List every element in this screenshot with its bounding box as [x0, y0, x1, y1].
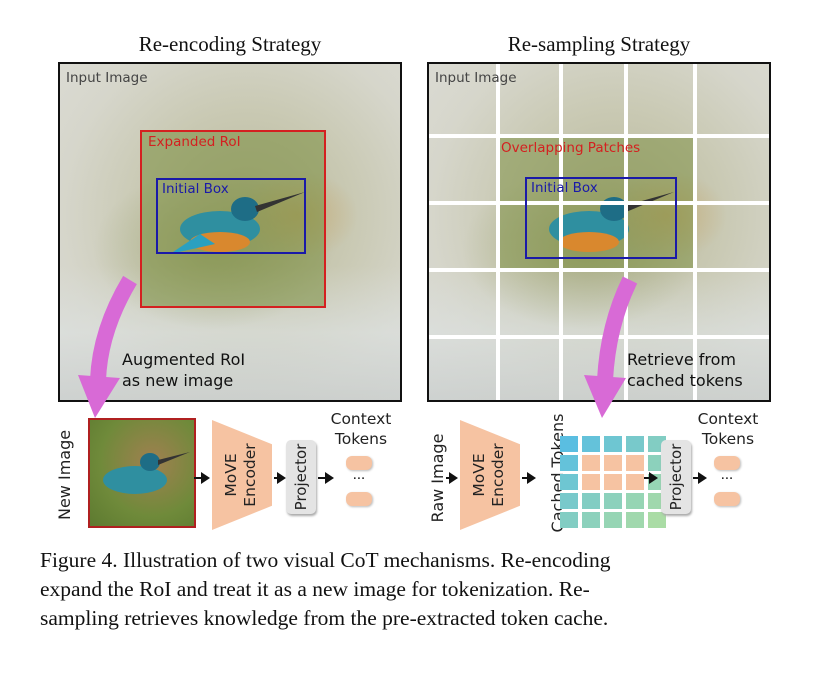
arrow-icon	[194, 472, 210, 484]
augmented-line2: as new image	[122, 371, 234, 390]
context-token	[714, 456, 740, 470]
caption-line1: Figure 4. Illustration of two visual CoT…	[40, 548, 611, 572]
magenta-arrow-icon	[78, 275, 137, 418]
initial-box	[525, 177, 677, 259]
arrow-icon	[446, 472, 458, 484]
cached-token	[560, 493, 578, 509]
context-line1: Context	[330, 410, 392, 428]
context-token	[714, 492, 740, 506]
augmented-line1: Augmented RoI	[122, 350, 246, 369]
cached-token-selected	[582, 455, 600, 471]
cached-token	[648, 512, 666, 528]
input-image-label: Input Image	[435, 70, 517, 86]
projector-block	[661, 440, 691, 514]
raw-image-label: Raw Image	[428, 433, 447, 523]
cached-token	[582, 493, 600, 509]
cached-token-selected	[604, 474, 622, 490]
encoder-line2: Encoder	[489, 443, 507, 507]
encoder-line1: MoVE	[470, 453, 488, 497]
context-line1: Context	[697, 410, 759, 428]
arrow-icon	[693, 472, 707, 484]
ellipsis: ...	[352, 468, 366, 483]
right-input-image: Input Image Overlapping Patches Initial …	[427, 62, 771, 402]
context-token	[346, 456, 372, 470]
cached-token	[582, 512, 600, 528]
initial-box-label: Initial Box	[531, 180, 598, 196]
context-line2: Tokens	[701, 430, 755, 448]
cached-token	[604, 512, 622, 528]
arrow-icon	[522, 472, 536, 484]
cached-token	[560, 474, 578, 490]
encoder-line1: MoVE	[222, 453, 240, 497]
overlapping-patches-label: Overlapping Patches	[501, 140, 641, 156]
left-input-image: Input Image Expanded RoI Initial Box Aug…	[58, 62, 402, 402]
expanded-roi-label: Expanded RoI	[148, 134, 241, 150]
cached-token	[560, 455, 578, 471]
input-image-label: Input Image	[66, 70, 148, 86]
caption-line2: expand the RoI and treat it as a new ima…	[40, 577, 590, 601]
initial-box-label: Initial Box	[162, 181, 229, 197]
cached-token	[604, 436, 622, 452]
arrow-icon	[318, 472, 334, 484]
cached-token	[582, 436, 600, 452]
cached-token	[604, 493, 622, 509]
arrow-icon	[644, 472, 658, 484]
arrow-icon	[274, 472, 286, 484]
augmented-roi-text: Augmented RoI as new image	[122, 349, 245, 391]
projector-label: Projector	[667, 443, 685, 511]
initial-box	[156, 178, 306, 254]
context-token	[346, 492, 372, 506]
cached-token	[560, 512, 578, 528]
new-image-label: New Image	[55, 429, 74, 520]
ellipsis: ...	[720, 468, 734, 483]
cached-token	[626, 512, 644, 528]
caption-line3: sampling retrieves knowledge from the pr…	[40, 606, 609, 630]
cached-token	[626, 436, 644, 452]
projector-label: Projector	[292, 443, 310, 511]
magenta-arrow-icon	[584, 276, 638, 418]
retrieve-text: Retrieve from cached tokens	[627, 349, 743, 391]
kingfisher-bird	[170, 192, 305, 254]
retrieve-line1: Retrieve from	[627, 350, 737, 369]
context-line2: Tokens	[334, 430, 388, 448]
retrieve-line2: cached tokens	[627, 371, 743, 390]
projector-block	[286, 440, 316, 514]
cached-token-selected	[582, 474, 600, 490]
new-image-thumbnail	[88, 418, 196, 528]
cached-token-selected	[626, 455, 644, 471]
cached-token-selected	[626, 474, 644, 490]
cached-token	[626, 493, 644, 509]
cached-token-selected	[604, 455, 622, 471]
right-panel-title: Re-sampling Strategy	[507, 32, 691, 56]
left-panel-title: Re-encoding Strategy	[138, 32, 322, 56]
cached-token	[560, 436, 578, 452]
figure-caption: Figure 4. Illustration of two visual CoT…	[40, 546, 782, 633]
encoder-line2: Encoder	[241, 443, 259, 507]
